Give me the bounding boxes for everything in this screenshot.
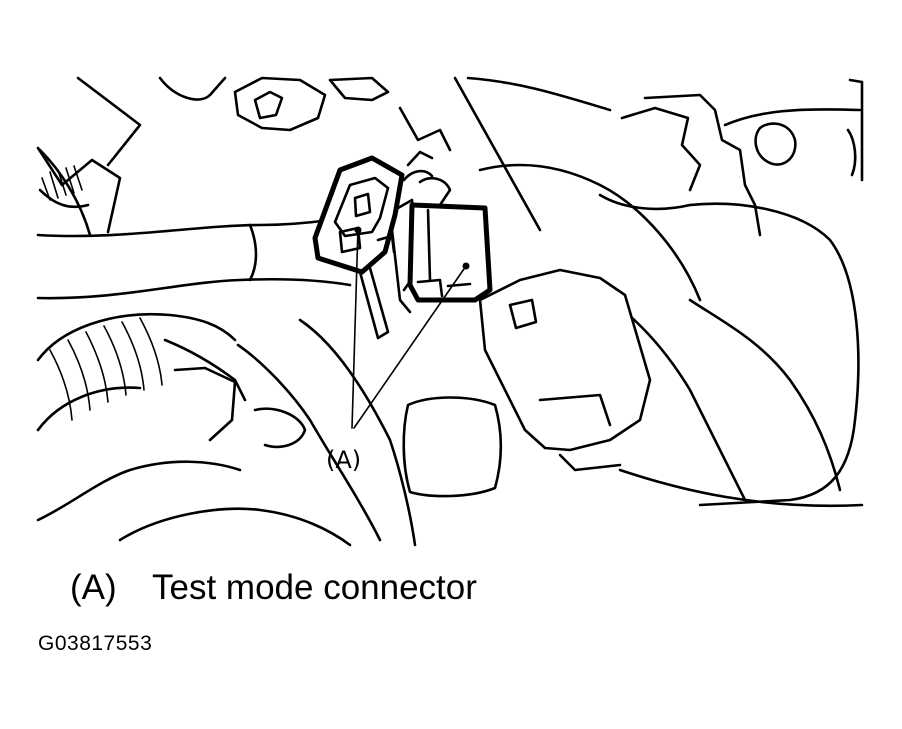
legend-row: (A) Test mode connector — [70, 568, 477, 608]
background-panels — [36, 76, 612, 234]
corrugated-hose — [36, 312, 417, 547]
right-housing — [478, 78, 864, 508]
wire-harness — [36, 148, 352, 300]
legend-key: (A) — [70, 568, 117, 607]
test-connector-left — [312, 155, 405, 340]
right-connector-block — [402, 268, 652, 498]
engine-bay-illustration: (A) — [36, 76, 864, 547]
callout-leaders — [351, 226, 470, 429]
callout-label: (A) — [326, 446, 361, 474]
legend-description: Test mode connector — [152, 568, 477, 607]
figure-id: G03817553 — [38, 632, 153, 655]
test-connector-right — [390, 150, 493, 314]
